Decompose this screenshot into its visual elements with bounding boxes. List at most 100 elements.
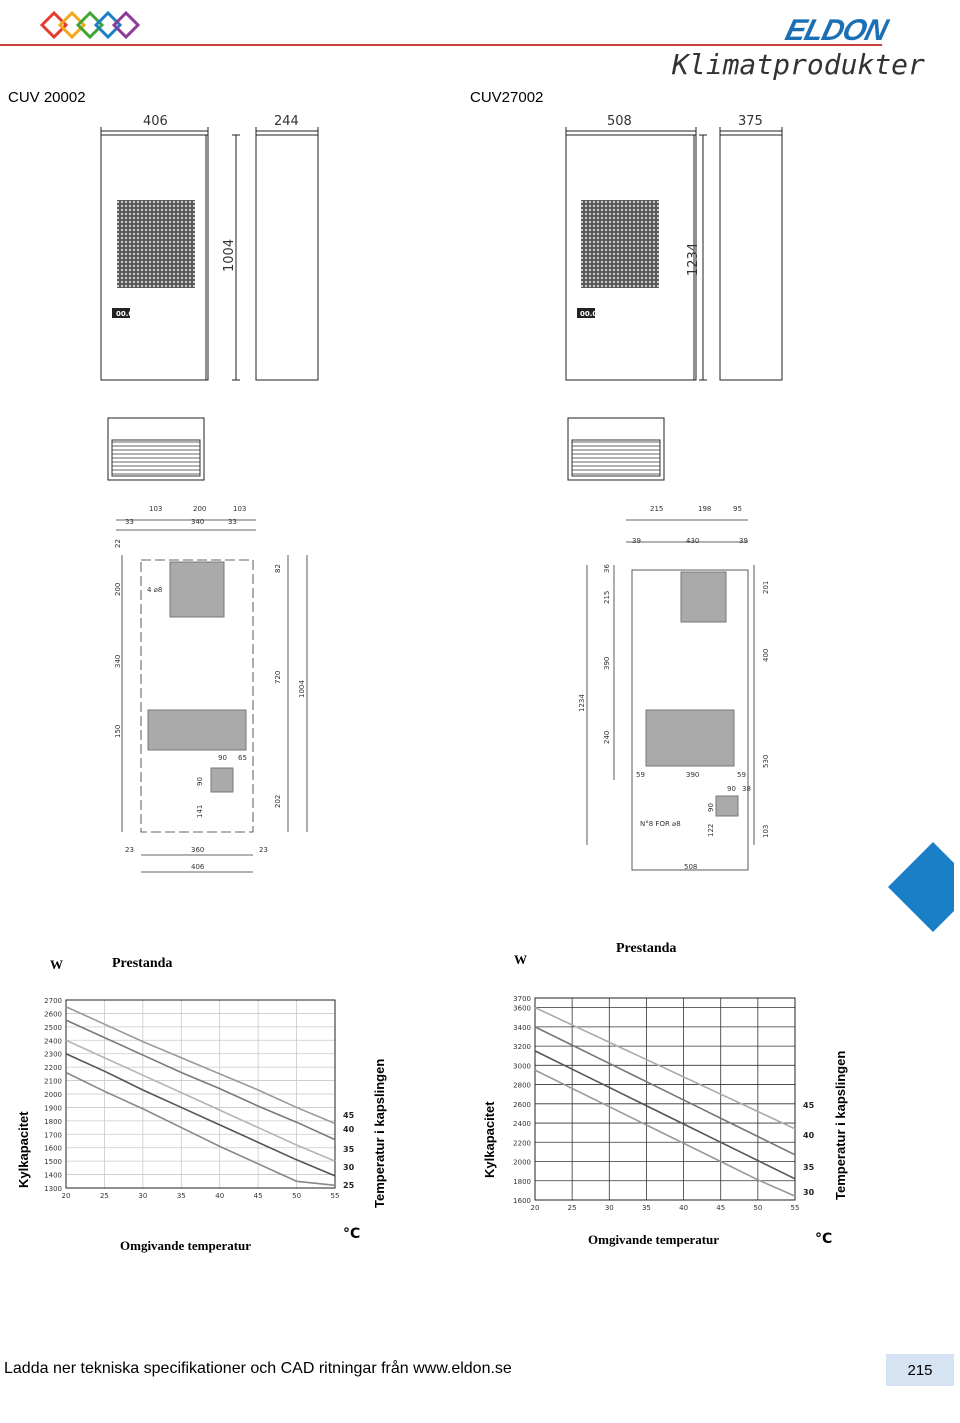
- chart-left-ytick-label: 1800: [44, 1118, 62, 1126]
- chart-left-legend-title: Temperatur i kapslingen: [372, 1058, 387, 1208]
- chart-left-xtick-label: 20: [62, 1192, 71, 1200]
- footer-text: Ladda ner tekniska specifikationer och C…: [4, 1360, 512, 1377]
- cr-m1: 59: [636, 771, 645, 779]
- chart-left-ytick-label: 2000: [44, 1091, 62, 1099]
- chart-left-ytick-label: 1700: [44, 1131, 62, 1139]
- model-right: CUV27002: [470, 89, 544, 106]
- chart-right-ytick-label: 2200: [513, 1139, 531, 1147]
- chart-right-ytick-label: 1800: [513, 1178, 531, 1186]
- cr-top-c: 95: [733, 505, 742, 513]
- section-title: Klimatprodukter: [672, 48, 925, 81]
- dim-right-width: 508: [607, 114, 632, 129]
- chart-left-series-30: [65, 1052, 336, 1177]
- unit-right-front: [565, 134, 697, 381]
- chart-left-xtick-label: 55: [331, 1192, 340, 1200]
- cl-s1: 90: [218, 754, 227, 762]
- cr-r3: 530: [762, 754, 770, 768]
- chart-right-xtick-label: 45: [716, 1204, 725, 1212]
- chart-right-series-35: [534, 1050, 796, 1180]
- chart-left-series-label-40: 40: [343, 1125, 355, 1134]
- cr-s4: 122: [707, 823, 715, 837]
- chart-left-series-35: [65, 1039, 336, 1162]
- page-number-box: 215: [886, 1354, 954, 1386]
- cl-v3: 340: [114, 654, 122, 668]
- unit-drawings: [100, 127, 783, 481]
- display-left: 00.0: [116, 310, 134, 318]
- chart-left-xtick-label: 50: [292, 1192, 301, 1200]
- cr-b1: 508: [684, 863, 698, 871]
- cl-hole-note: 4 ⌀8: [147, 586, 163, 594]
- cl-v1: 22: [114, 539, 122, 548]
- cr-v5: 240: [603, 730, 611, 744]
- chart-right-series-40: [534, 1026, 796, 1156]
- cr-s5: 103: [762, 824, 770, 838]
- chart-left-ytick-label: 1300: [44, 1185, 62, 1193]
- page-number: 215: [907, 1362, 933, 1379]
- cr-m2: 390: [686, 771, 700, 779]
- unit-right-side: [719, 134, 783, 381]
- dim-left-height: 1004: [222, 238, 237, 272]
- chart-left-frame: [65, 999, 336, 1189]
- chart-right-xtick-label: 35: [642, 1204, 651, 1212]
- dim-right-height: 1234: [686, 242, 701, 276]
- cl-r3: 1004: [298, 680, 306, 698]
- chart-right-ytick-label: 1600: [513, 1197, 531, 1205]
- chart-left-xlabel: Omgivande temperatur: [120, 1238, 252, 1253]
- dim-left-depth: 244: [274, 114, 299, 129]
- chart-left-ytick-label: 1400: [44, 1172, 62, 1180]
- chart-left-series-40: [65, 1019, 336, 1141]
- chart-right-xtick-label: 30: [605, 1204, 614, 1212]
- chart-left-ytick-label: 2100: [44, 1078, 62, 1086]
- chart-right-ytick-label: 2600: [513, 1101, 531, 1109]
- chart-right-xtick-label: 50: [753, 1204, 762, 1212]
- chart-left-ytick-label: 2400: [44, 1037, 62, 1045]
- unit-right-top: [567, 417, 665, 481]
- chart-right-series-label-40: 40: [803, 1131, 815, 1140]
- cr-r2: 400: [762, 648, 770, 662]
- cr-m3: 59: [737, 771, 746, 779]
- cl-s5: 202: [274, 794, 282, 808]
- chart-right-ytick-label: 3600: [513, 1005, 531, 1013]
- chart-left-series-label-25: 25: [343, 1181, 355, 1190]
- chart-right-series-45: [534, 1006, 796, 1130]
- chart-left-series-label-35: 35: [343, 1145, 355, 1154]
- chart-left-xunit: °C: [343, 1226, 361, 1242]
- cr-v2: 215: [603, 590, 611, 604]
- brand-logo: ELDON: [782, 14, 891, 47]
- header-rule: [0, 44, 882, 46]
- chart-left-xtick-label: 35: [177, 1192, 186, 1200]
- chart-left-title: Prestanda: [112, 956, 173, 971]
- chart-right-ytick-label: 3400: [513, 1024, 531, 1032]
- chart-right-frame: [534, 997, 796, 1201]
- cr-v1: 36: [603, 564, 611, 573]
- chart-right-xtick-label: 25: [568, 1204, 577, 1212]
- cl-v2: 200: [114, 582, 122, 596]
- chart-left-ytick-label: 2500: [44, 1024, 62, 1032]
- cl-top-d: 33: [125, 518, 134, 526]
- chart-left-series-25: [65, 1071, 336, 1187]
- cl-b4: 406: [191, 863, 205, 871]
- cr-top-a: 215: [650, 505, 664, 513]
- chart-right-ytick-label: 2800: [513, 1082, 531, 1090]
- chart-right-xtick-label: 55: [791, 1204, 800, 1212]
- cr-hole-note: N°8 FOR ⌀8: [640, 820, 681, 828]
- cr-s3: 90: [707, 803, 715, 812]
- chart-right-xunit: °C: [815, 1231, 833, 1247]
- chart-left-ytick-label: 1500: [44, 1158, 62, 1166]
- chart-left-series-label-45: 45: [343, 1111, 355, 1120]
- cr-top-d: 39: [632, 537, 641, 545]
- cl-s2: 65: [238, 754, 247, 762]
- chart-right-unit: W: [514, 952, 527, 967]
- cl-s3: 90: [196, 777, 204, 786]
- unit-left-front: [100, 134, 209, 381]
- chart-left-unit: W: [50, 957, 63, 972]
- chart-left-ytick-label: 2700: [44, 997, 62, 1005]
- chart-right-xlabel: Omgivande temperatur: [588, 1232, 720, 1247]
- chart-right-ylabel: Kylkapacitet: [482, 1101, 497, 1178]
- chart-right-ytick-label: 2400: [513, 1120, 531, 1128]
- chart-left-ytick-label: 2600: [44, 1010, 62, 1018]
- chart-left-series-45: [65, 1005, 336, 1125]
- blue-diamond-icon: [888, 842, 954, 932]
- cr-top-f: 39: [739, 537, 748, 545]
- chart-right-series-label-35: 35: [803, 1163, 815, 1172]
